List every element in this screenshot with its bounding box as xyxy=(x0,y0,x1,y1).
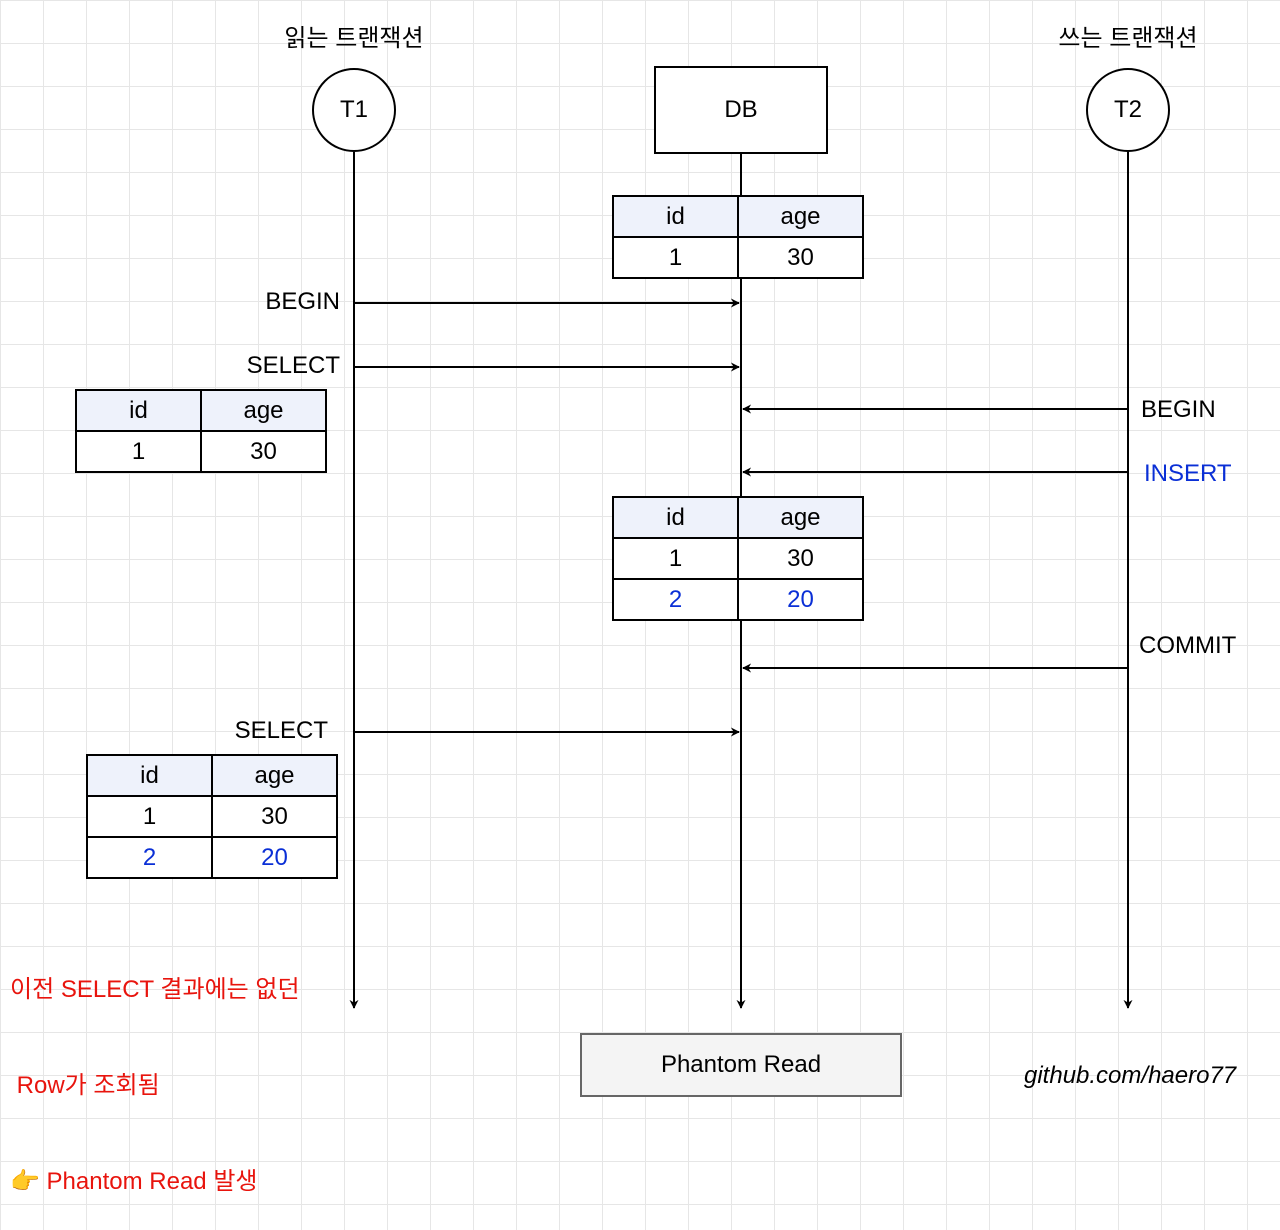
note-line-3: 👉 Phantom Read 발생 xyxy=(10,1168,258,1195)
phantom-note: 이전 SELECT 결과에는 없던 Row가 조회됨 👉 Phantom Rea… xyxy=(10,910,300,1230)
column-header-age: age xyxy=(737,496,864,539)
table-row-phantom: 2 20 xyxy=(86,836,338,879)
phantom-read-box-label: Phantom Read xyxy=(660,1051,822,1078)
cell-id: 2 xyxy=(612,578,739,621)
table-row: 1 30 xyxy=(612,236,864,279)
t2-actor-label: T2 xyxy=(1113,96,1142,123)
t1-select-2-label: SELECT xyxy=(234,717,328,744)
t2-title: 쓰는 트랜잭션 xyxy=(1058,25,1198,52)
note-line-2: Row가 조회됨 xyxy=(10,1072,160,1099)
column-header-age: age xyxy=(211,754,338,797)
column-header-age: age xyxy=(737,195,864,238)
cell-id: 1 xyxy=(75,430,202,473)
t1-result-1-table: id age 1 30 xyxy=(75,389,327,473)
column-header-id: id xyxy=(612,496,739,539)
t1-result-2-table: id age 1 30 2 20 xyxy=(86,754,338,879)
table-row-inserted: 2 20 xyxy=(612,578,864,621)
db-after-insert-table: id age 1 30 2 20 xyxy=(612,496,864,621)
note-line-1: 이전 SELECT 결과에는 없던 xyxy=(10,976,300,1003)
t1-actor: T1 xyxy=(312,68,396,152)
cell-age: 20 xyxy=(211,836,338,879)
column-header-id: id xyxy=(75,389,202,432)
table-row: 1 30 xyxy=(612,537,864,580)
db-initial-table: id age 1 30 xyxy=(612,195,864,279)
t1-title: 읽는 트랜잭션 xyxy=(284,25,424,52)
credit-text: github.com/haero77 xyxy=(1024,1062,1237,1089)
t2-actor: T2 xyxy=(1086,68,1170,152)
t1-select-1-label: SELECT xyxy=(246,352,340,379)
t1-begin-label: BEGIN xyxy=(265,288,340,315)
cell-age: 30 xyxy=(200,430,327,473)
column-header-id: id xyxy=(86,754,213,797)
db-actor: DB xyxy=(654,66,828,154)
cell-id: 1 xyxy=(612,537,739,580)
cell-age: 30 xyxy=(737,236,864,279)
column-header-id: id xyxy=(612,195,739,238)
column-header-age: age xyxy=(200,389,327,432)
cell-id: 1 xyxy=(612,236,739,279)
cell-id: 1 xyxy=(86,795,213,838)
db-actor-label: DB xyxy=(724,96,758,123)
t1-actor-label: T1 xyxy=(339,96,368,123)
cell-id: 2 xyxy=(86,836,213,879)
cell-age: 30 xyxy=(737,537,864,580)
t2-commit-label: COMMIT xyxy=(1139,632,1237,659)
cell-age: 20 xyxy=(737,578,864,621)
t2-begin-label: BEGIN xyxy=(1141,396,1216,423)
table-row: 1 30 xyxy=(75,430,327,473)
t2-insert-label: INSERT xyxy=(1144,460,1232,487)
cell-age: 30 xyxy=(211,795,338,838)
sequence-wires xyxy=(349,152,1133,1009)
table-row: 1 30 xyxy=(86,795,338,838)
phantom-read-box: Phantom Read xyxy=(580,1033,902,1097)
